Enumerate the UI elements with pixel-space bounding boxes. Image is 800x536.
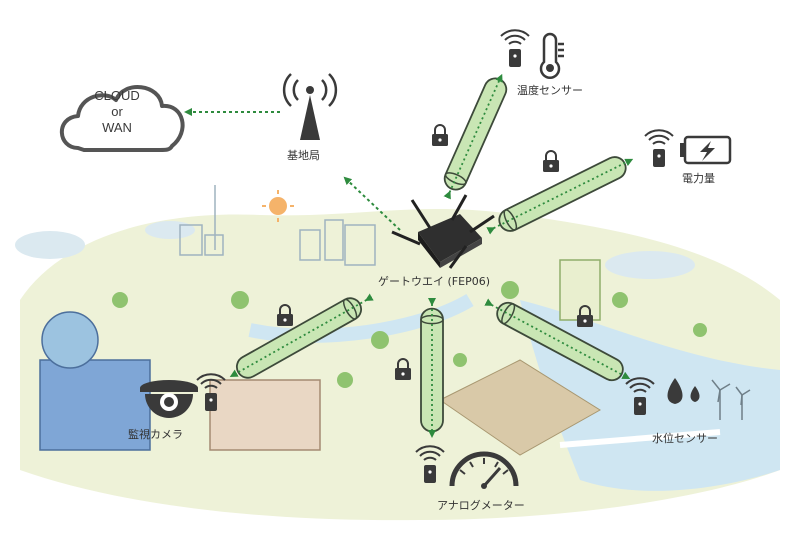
temperature-sensor-label: 温度センサー: [517, 84, 583, 97]
lock-icon-meter: [395, 358, 411, 380]
water-drop-icon: [667, 378, 700, 404]
cloud-label-line2: or: [111, 104, 123, 119]
link-camera: [229, 293, 374, 379]
base-station-icon: [282, 73, 338, 140]
encrypted-links: [229, 73, 634, 438]
lock-icons: [277, 124, 593, 380]
sensor-tags: [196, 29, 674, 483]
lock-icon-temperature: [432, 124, 448, 146]
cloud-label-line3: WAN: [102, 120, 132, 135]
lock-icon-water: [577, 305, 593, 327]
thermometer-icon: [539, 32, 564, 79]
link-arrow-camera: [229, 293, 374, 378]
wireless-icon-water: [625, 377, 655, 415]
link-temperature: [443, 73, 508, 200]
connection-arrows: [184, 108, 401, 231]
windmill-icon: [711, 379, 751, 420]
battery-icon: [680, 135, 732, 165]
lock-icon-power: [543, 150, 559, 172]
camera-label: 監視カメラ: [128, 428, 183, 441]
lock-icon-camera: [277, 304, 293, 326]
link-arrow-temperature: [443, 73, 503, 200]
link-arrow-water: [484, 298, 631, 380]
wireless-icon-camera: [196, 373, 226, 411]
link-water: [484, 298, 631, 382]
link-power: [486, 156, 634, 235]
gateway-label: ゲートウエイ (FEP06): [378, 275, 490, 288]
cloud-label: CLOUD or WAN: [62, 88, 172, 136]
cloud-icon: [59, 85, 185, 152]
security-camera-icon: [140, 380, 198, 418]
analog-meter-label: アナログメーター: [437, 499, 525, 512]
water-sensor-label: 水位センサー: [652, 432, 718, 445]
gateway-device-icon: [391, 194, 495, 269]
link-meter: [420, 298, 444, 438]
cloud-label-line1: CLOUD: [94, 88, 140, 103]
link-arrow-power: [486, 158, 634, 235]
base-station-label: 基地局: [287, 149, 320, 162]
wireless-icon-temperature: [500, 29, 530, 67]
power-meter-label: 電力量: [682, 172, 715, 185]
wireless-icon-meter: [415, 445, 445, 483]
analog-meter-icon: [449, 451, 519, 489]
wireless-icon-power: [644, 129, 674, 167]
